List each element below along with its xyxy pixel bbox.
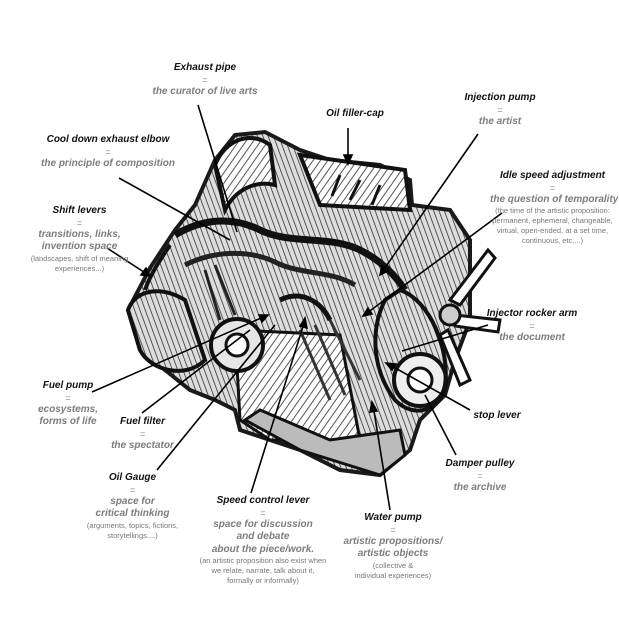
label-water-pump: Water pump = artistic propositions/ arti… — [343, 512, 443, 580]
label-oil-gauge: Oil Gauge = space for critical thinking … — [86, 472, 179, 540]
label-stop-lever: stop lever — [473, 410, 521, 421]
label-exhaust-pipe: Exhaust pipe = the curator of live arts — [150, 62, 260, 98]
exhaust-pipe-name: Exhaust pipe — [173, 62, 237, 73]
label-cool-down-exhaust-elbow: Cool down exhaust elbow = the principle … — [41, 134, 175, 169]
label-speed-control-lever: Speed control lever = space for discussi… — [199, 495, 327, 585]
engine-body — [125, 129, 502, 478]
label-injector-rocker-arm: Injector rocker arm = the document — [486, 308, 578, 343]
label-fuel-filter: Fuel filter = the spectator — [111, 416, 174, 451]
label-oil-filler-cap: Oil filler-cap — [305, 108, 405, 121]
oil-filler-cap-name: Oil filler-cap — [326, 108, 384, 119]
label-injection-pump: Injection pump = the artist — [464, 92, 536, 127]
label-damper-pulley: Damper pulley = the archive — [445, 458, 515, 493]
label-shift-levers: Shift levers = transitions, links, inven… — [30, 205, 129, 273]
exhaust-pipe-meaning: the curator of live arts — [152, 85, 258, 97]
leader-lines — [91, 104, 503, 511]
label-idle-speed-adjustment: Idle speed adjustment = the question of … — [490, 170, 619, 245]
label-fuel-pump: Fuel pump = ecosystems, forms of life — [37, 380, 99, 428]
